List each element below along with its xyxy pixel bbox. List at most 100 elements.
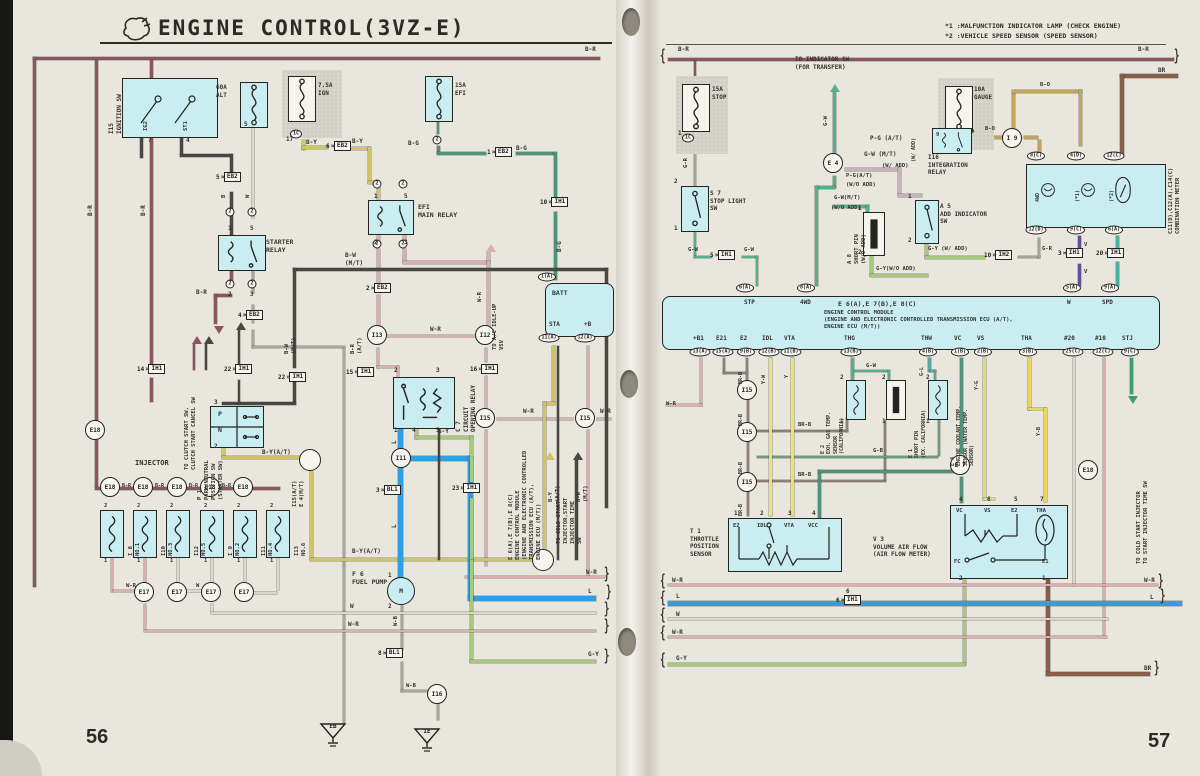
wire-label: (W/ ADD) xyxy=(911,137,917,162)
junction-connector: I11 xyxy=(391,448,411,468)
wire xyxy=(815,186,835,189)
stop-light-switch xyxy=(681,186,709,232)
wire xyxy=(230,269,233,283)
wire-label: B-O xyxy=(1040,82,1050,88)
wire xyxy=(866,205,869,213)
wire-label: B-Y(A/T) xyxy=(262,449,291,456)
pin-connector: 2 xyxy=(432,135,442,145)
wire-label: L xyxy=(1150,594,1154,601)
wire-label: W-R xyxy=(430,326,441,333)
wire-label: E1 xyxy=(1042,559,1049,565)
wire xyxy=(230,154,233,180)
wire-label: G-R xyxy=(683,158,689,168)
pin-connector: 11(A) xyxy=(538,333,560,343)
pin-connector: 8(C) xyxy=(1026,151,1046,161)
volume-air-flow-meter xyxy=(950,505,1068,579)
add-indicator-switch xyxy=(915,200,939,244)
pin-connector: 4(D) xyxy=(1066,151,1086,161)
ecu-batt-box xyxy=(545,283,614,337)
wire-label: B-G xyxy=(556,241,563,252)
wire-label: L xyxy=(676,593,680,600)
wire xyxy=(543,402,555,405)
wire xyxy=(1130,358,1133,394)
wire xyxy=(244,556,246,590)
wire xyxy=(403,249,406,263)
wire xyxy=(193,344,195,370)
wire xyxy=(214,294,217,324)
title-rule xyxy=(100,42,612,44)
wire xyxy=(211,556,213,590)
wire-label: THA xyxy=(1036,508,1046,514)
wire-label: B-R xyxy=(196,289,207,296)
wire xyxy=(401,604,403,650)
wire-label: E2 xyxy=(733,523,740,529)
wire xyxy=(1018,256,1040,258)
relay-icon xyxy=(933,129,971,153)
wire-label: W-R xyxy=(666,401,676,407)
wire xyxy=(468,596,596,601)
wire xyxy=(470,498,473,562)
coil-icon xyxy=(234,511,256,557)
coil-icon xyxy=(167,511,189,557)
wire xyxy=(180,154,232,157)
wire xyxy=(111,556,113,592)
junction-connector: I15 xyxy=(737,380,757,400)
wire-label: 4 xyxy=(412,427,416,434)
wire xyxy=(769,358,772,516)
wire xyxy=(222,402,296,405)
wire-label: B-O xyxy=(985,126,995,132)
pin-connector: 3(B) xyxy=(1018,347,1038,357)
wire-label: G-W xyxy=(866,363,876,369)
park-neutral-position-switch xyxy=(210,406,264,448)
chevron-icon: » xyxy=(232,365,236,373)
wire-label: 4WD xyxy=(1035,192,1041,202)
fuse-60a-alt xyxy=(240,82,268,128)
wire-label: BR xyxy=(1158,67,1166,74)
chevron-icon: » xyxy=(220,173,225,181)
wire xyxy=(33,57,36,587)
component-label: TO INDICATOR SW(FOR TRANSFER) xyxy=(795,56,850,71)
bulb-icon xyxy=(1080,176,1096,204)
section-icon xyxy=(120,14,154,48)
wire xyxy=(397,366,399,379)
wire xyxy=(144,556,146,590)
wire xyxy=(377,295,380,325)
junction-connector: E18 xyxy=(233,477,253,497)
junction-connector: I15 xyxy=(475,408,495,428)
wire-label: W-R xyxy=(672,629,683,636)
wire-label: B-R xyxy=(585,46,596,53)
wire xyxy=(791,358,794,516)
fuse-7-5a-ign xyxy=(288,76,316,122)
wire xyxy=(1116,236,1119,251)
coil-icon xyxy=(101,511,123,557)
wire-label: B-R xyxy=(678,46,689,53)
wire-label: 2 xyxy=(270,503,274,509)
wire-label: 1 xyxy=(858,205,862,212)
wire xyxy=(177,556,179,590)
pin-connector: 2 xyxy=(225,207,235,217)
starter-relay xyxy=(218,235,266,271)
wire-label: 7 xyxy=(1040,496,1044,503)
chevron-icon: » xyxy=(1104,249,1108,257)
wire-label: 1 xyxy=(1042,575,1046,582)
wire xyxy=(605,268,608,508)
wire-label: W-R xyxy=(586,569,597,576)
wire xyxy=(756,256,758,286)
wire xyxy=(818,470,962,473)
wire-label: E21 xyxy=(716,335,727,342)
junction-connector: E 4 xyxy=(823,153,843,173)
wire xyxy=(407,456,473,461)
wire-label: B-Y xyxy=(306,139,317,146)
footnote-2: *2 :VEHICLE SPEED SENSOR (SPEED SENSOR) xyxy=(945,31,1098,40)
wire-label: STA xyxy=(549,321,560,328)
wire xyxy=(960,358,963,454)
fuse-icon xyxy=(426,77,452,121)
wire xyxy=(747,400,749,424)
wire-label: 2 xyxy=(394,367,398,374)
wire xyxy=(694,230,696,258)
wire-label: ST1 xyxy=(183,121,189,131)
wire-label: STP xyxy=(744,299,755,306)
